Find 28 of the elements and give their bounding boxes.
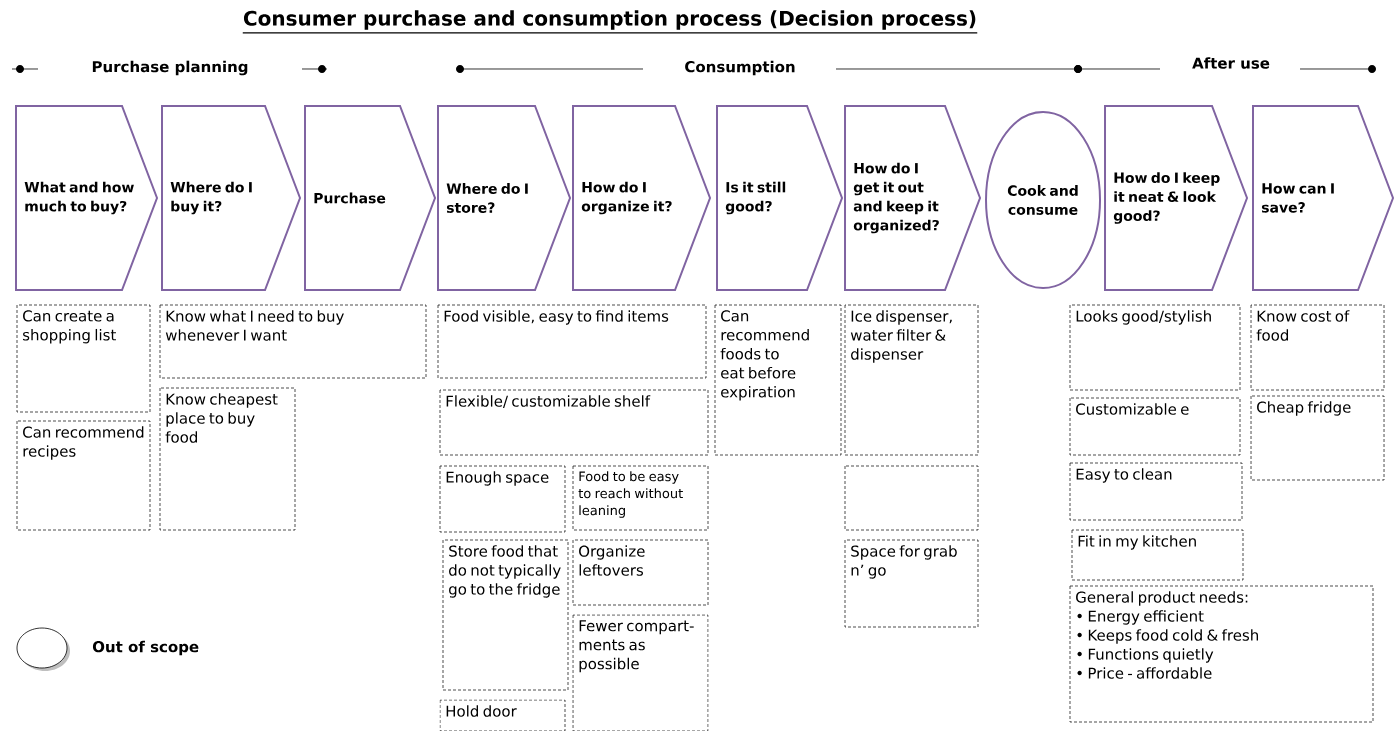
need-box: Enough space [439,465,566,533]
need-box: Fit in my kitchen [1071,529,1244,581]
need-box: Flexible/ customizable shelf [439,389,709,456]
phase-label: After use [1190,55,1272,71]
need-box: Can create a shopping list [16,304,151,413]
need-box: Know cost of food [1250,304,1385,391]
need-box: Store food that do not typically go to the fridge [442,539,569,691]
need-box: Hold door [439,699,566,731]
need-box: Know cheapest place to buy food [159,387,296,531]
legend-label: Out of scope [92,640,199,656]
need-box: General product needs: • Energy efficient • Keeps food cold & fresh • Functions quietly • Price - affordable [1069,585,1374,723]
title: Consumer purchase and consumption process (Decision process) [242,10,978,34]
need-box: Know what I need to buy whenever I want [159,304,427,379]
need-box: Cheap fridge [1250,395,1385,481]
need-box: Customizable e [1069,397,1241,456]
need-box: Ice dispenser, water filter & dispenser [844,304,979,456]
phase-label: Consumption [682,58,798,78]
need-box: Organize leftovers [572,539,709,606]
need-box: Can recommend recipes [16,420,151,531]
need-box: Looks good/stylish [1069,304,1241,391]
need-box: Food visible, easy to find items [437,304,707,379]
need-box: Food to be easy to reach without leaning [572,465,709,531]
need-box: Fewer compart-ments as possible [572,614,709,731]
need-box: Can recommend foods to eat before expiration [714,304,842,456]
phase-label: Purchase planning [89,58,251,78]
empty-box [844,465,979,531]
need-box: Easy to clean [1069,462,1243,521]
need-box: Space for grab n’ go [844,539,979,628]
